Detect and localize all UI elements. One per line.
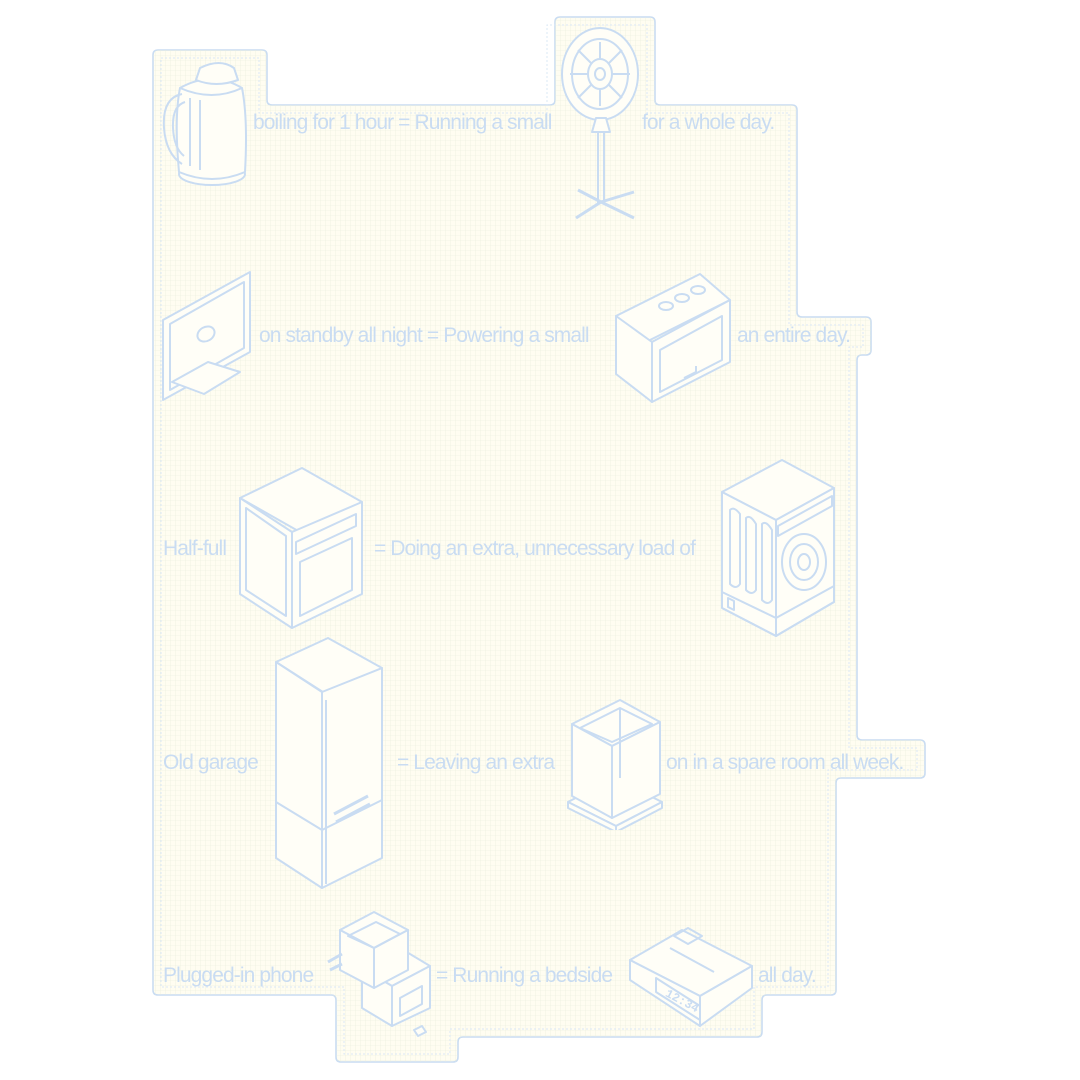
dishwasher-icon	[238, 466, 366, 630]
fridge-icon	[274, 636, 386, 892]
radio-icon	[612, 270, 734, 404]
charger-icon	[326, 908, 438, 1048]
row4-text-pre: Old garage	[163, 751, 259, 774]
row4-text-a: = Leaving an extra	[397, 751, 555, 774]
alarm-clock-icon: 12:34	[626, 926, 756, 1030]
row1-text-a: boiling for 1 hour = Running a small	[253, 111, 552, 134]
row4-text-b: on in a spare room all week.	[666, 751, 904, 774]
row3-text-a: = Doing an extra, unnecessary load of	[374, 537, 696, 560]
row3-text-pre: Half-full	[163, 537, 227, 560]
row2-text-a: on standby all night = Powering a small	[259, 324, 590, 347]
kettle-icon	[160, 58, 255, 188]
row1-text-b: for a whole day.	[642, 111, 775, 134]
row2-text-b: an entire day.	[737, 324, 851, 347]
tv-icon	[160, 270, 256, 402]
standing-fan-icon	[556, 22, 646, 222]
row5-text-b: all day.	[758, 964, 817, 987]
washing-machine-icon	[720, 458, 838, 638]
bin-icon	[564, 698, 664, 830]
row5-text-a: = Running a bedside	[436, 964, 613, 987]
row5-text-pre: Plugged-in phone	[163, 964, 314, 987]
